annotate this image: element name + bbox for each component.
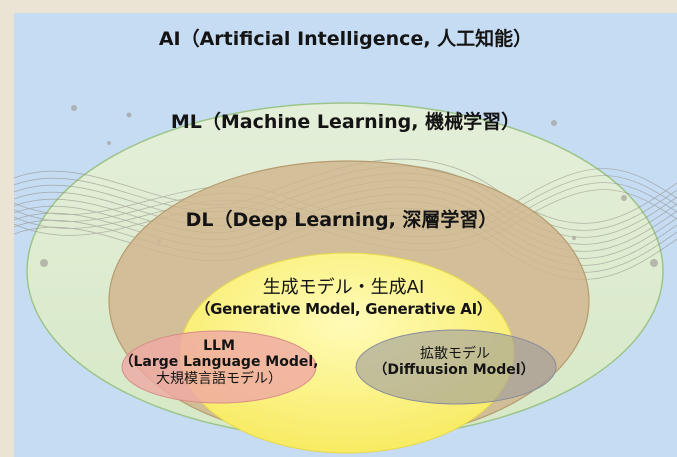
ai-label: AI（Artificial Intelligence, 人工知能） xyxy=(14,28,677,51)
diffusion-subtitle: （Diffuusion Model） xyxy=(373,362,535,378)
ai-title: AI（Artificial Intelligence, 人工知能） xyxy=(158,28,533,50)
diffusion-ellipse xyxy=(355,329,557,405)
llm-ellipse xyxy=(121,330,317,404)
dl-label: DL（Deep Learning, 深層学習） xyxy=(14,209,673,232)
ml-title: ML（Machine Learning, 機械学習） xyxy=(170,111,521,133)
llm-subtitle-jp: 大規模言語モデル） xyxy=(156,371,282,387)
diffusion-title: 拡散モデル xyxy=(420,346,490,362)
llm-title: LLM xyxy=(203,338,235,354)
dl-title: DL（Deep Learning, 深層学習） xyxy=(185,209,498,231)
generative-subtitle: （Generative Model, Generative AI） xyxy=(195,300,492,318)
ai-region: AI（Artificial Intelligence, 人工知能） ML（Mac… xyxy=(14,13,677,457)
llm-subtitle: （Large Language Model, xyxy=(119,354,319,370)
ml-label: ML（Machine Learning, 機械学習） xyxy=(14,111,677,134)
nested-ellipses-graphic xyxy=(14,102,677,454)
generative-title: 生成モデル・生成AI xyxy=(262,277,425,298)
